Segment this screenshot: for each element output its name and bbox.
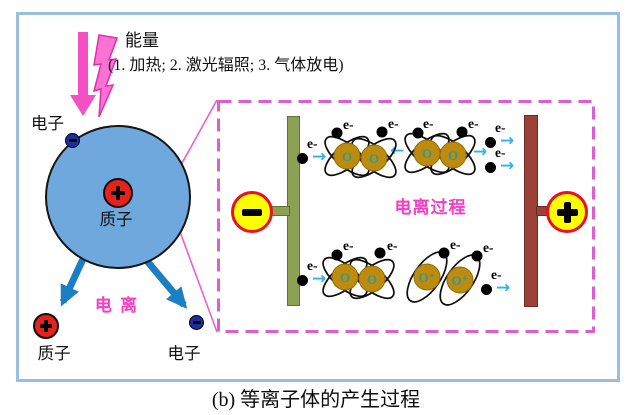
orbit-ellipses	[322, 256, 395, 300]
electron-dot	[376, 126, 388, 138]
nucleus-label: O	[448, 148, 458, 163]
atom-electron-label: 电子	[31, 114, 64, 133]
nucleus-label: O⁺	[452, 273, 469, 288]
energy-methods-label: (1. 加热; 2. 激光辐照; 3. 气体放电)	[108, 57, 344, 74]
free-electron: e- →	[296, 136, 346, 170]
energy-label: 能量	[125, 31, 159, 50]
free-electron: e- →	[296, 258, 346, 292]
electron-dot	[412, 127, 424, 139]
electron-label: e-	[450, 237, 461, 252]
electron-label: e-	[423, 116, 434, 131]
minus-icon	[68, 139, 77, 142]
atom-proton-dot	[103, 178, 133, 208]
free-electron: e- →	[484, 145, 534, 179]
electron-label: e-	[495, 120, 506, 135]
oxygen-molecule: O O e- e-	[404, 116, 479, 176]
electron-dot	[331, 249, 343, 261]
electron-dot	[297, 153, 308, 164]
arrow-right-icon: →	[500, 131, 515, 151]
zoom-callout-line-top	[180, 99, 218, 166]
electron-dot	[297, 275, 308, 286]
electron-label: e-	[468, 116, 479, 131]
electron-dot	[374, 247, 386, 259]
electron-label: e-	[388, 116, 399, 131]
atom-proton-label: 质子	[99, 210, 133, 229]
oxygen-molecule: O O e- e-	[324, 116, 399, 179]
anode-terminal	[546, 191, 588, 233]
arrow-right-icon: →	[473, 142, 488, 162]
electron-label: e-	[495, 145, 506, 160]
electron-dot	[456, 126, 468, 138]
electron-label: e-	[483, 240, 494, 255]
oxygen-molecule: O O e- e-	[322, 238, 398, 300]
arrow-right-icon: →	[312, 269, 327, 289]
electron-dot	[331, 127, 343, 139]
nucleus	[331, 263, 359, 291]
orbit-ellipses	[324, 135, 397, 179]
electron-label: e-	[307, 258, 318, 273]
arrow-right-icon: →	[312, 147, 327, 167]
nucleus	[358, 265, 386, 293]
electron-dot	[438, 247, 450, 259]
nucleus	[360, 144, 388, 172]
free-electron: e- →	[480, 267, 530, 301]
free-proton-label: 质子	[37, 344, 71, 363]
nucleus	[446, 266, 474, 294]
nucleus-label: O	[342, 149, 352, 164]
arrow-right-icon: →	[496, 278, 511, 298]
nucleus-label: O	[422, 146, 432, 161]
lightning-bolt-icon	[92, 34, 119, 118]
electron-dot	[485, 162, 496, 173]
nucleus	[333, 142, 361, 170]
free-proton-dot	[33, 313, 59, 339]
figure-caption: (b) 等离子体的产生过程	[211, 389, 421, 411]
plus-icon	[556, 201, 578, 223]
minus-icon	[192, 321, 201, 324]
ionization-box: 电离过程 e- → e- → e- → e- →	[220, 103, 589, 326]
plus-icon	[40, 320, 52, 332]
cathode-terminal	[231, 191, 273, 233]
nucleus	[413, 263, 441, 291]
nucleus-label: O	[369, 151, 379, 166]
free-electron: e- →	[484, 120, 534, 154]
ionization-label: 电 离	[94, 296, 140, 315]
electron-label: e-	[343, 117, 354, 132]
electron-dot	[471, 250, 483, 262]
electron-label: e-	[343, 238, 354, 253]
free-electron-label-left: 电子	[167, 344, 201, 363]
minus-icon	[242, 208, 262, 216]
diagram-frame: 能量 (1. 加热; 2. 激光辐照; 3. 气体放电) 电子 质子 电 离 质…	[16, 12, 620, 382]
nucleus-label: O	[367, 272, 377, 287]
free-electron-dot-left	[189, 315, 204, 330]
electron-dot	[481, 284, 492, 295]
energy-arrow-icon	[70, 32, 96, 116]
oxygen-ion-pair: O⁺ O⁺ e- e-	[406, 237, 494, 306]
ionization-process-title: 电离过程	[394, 198, 467, 217]
atom-electron-dot	[65, 133, 80, 148]
arrow-left-icon: ←	[390, 141, 405, 161]
nucleus-label: O⁺	[419, 270, 436, 285]
electron-label: e-	[491, 267, 502, 282]
electron-label: e-	[387, 238, 398, 253]
electron-label: e-	[307, 136, 318, 151]
arrow-right-icon: →	[500, 156, 515, 176]
electron-dot	[485, 137, 496, 148]
plus-icon	[111, 186, 125, 200]
nucleus-label: O	[340, 270, 350, 285]
nucleus	[439, 141, 467, 169]
